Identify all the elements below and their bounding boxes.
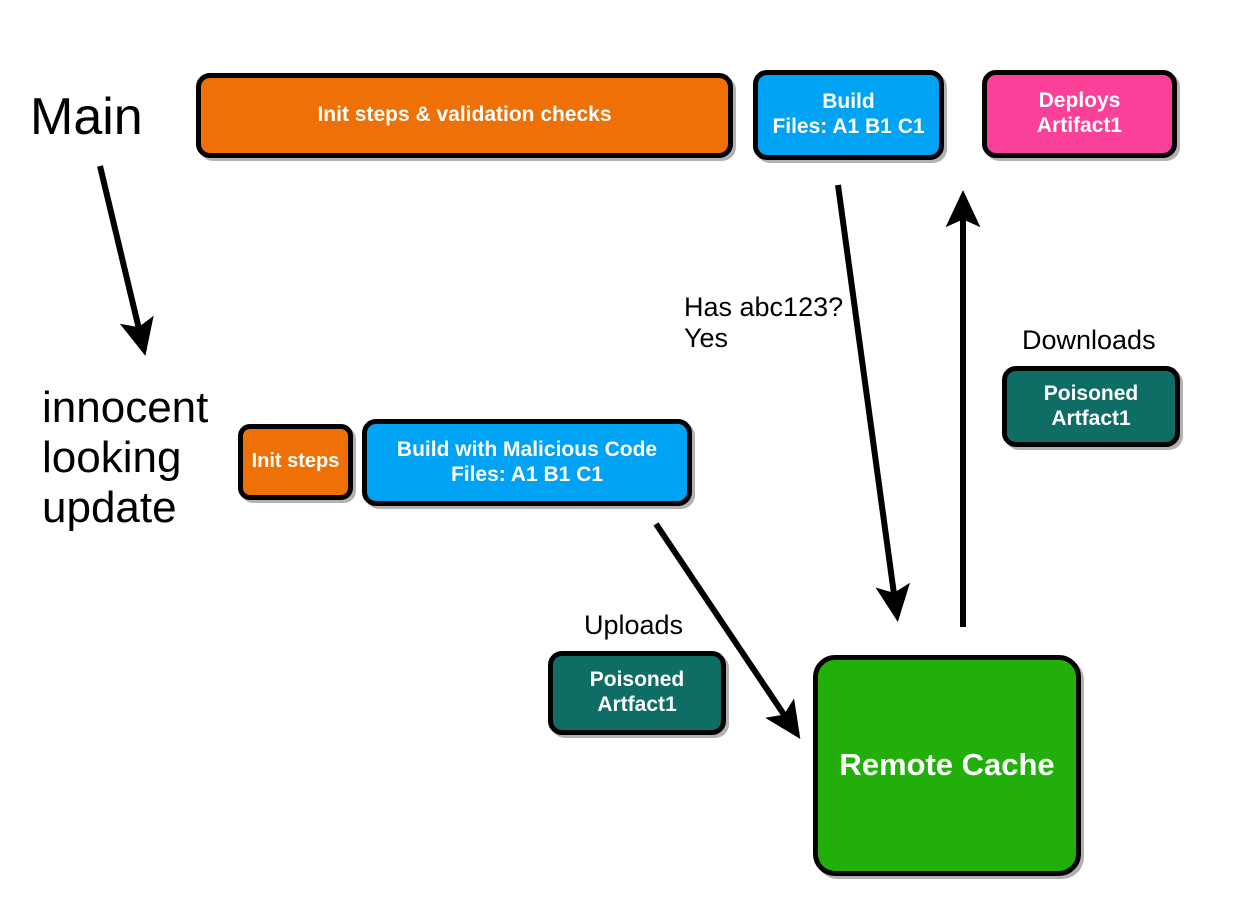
node-remote-cache[interactable]: Remote Cache — [813, 655, 1081, 876]
arrow-main-to-branch — [97, 165, 154, 356]
node-poisoned-artifact-downloaded[interactable]: Poisoned Artfact1 — [1002, 366, 1180, 447]
annotation-cache-lookup: Has abc123? Yes — [684, 292, 844, 353]
node-init-steps-validation-checks[interactable]: Init steps & validation checks — [196, 73, 733, 158]
lane-label-main: Main — [30, 88, 143, 146]
node-poisoned-artifact-uploaded[interactable]: Poisoned Artfact1 — [548, 651, 726, 735]
lane-label-innocent-update: innocent looking update — [42, 383, 209, 533]
node-init-steps[interactable]: Init steps — [238, 424, 353, 500]
node-build-main[interactable]: Build Files: A1 B1 C1 — [753, 70, 944, 160]
annotation-uploads: Uploads — [584, 610, 684, 640]
node-deploys-artifact1[interactable]: Deploys Artifact1 — [982, 70, 1177, 158]
annotation-downloads: Downloads — [1022, 325, 1156, 355]
arrow-build-to-cache — [835, 184, 911, 622]
node-build-with-malicious-code[interactable]: Build with Malicious Code Files: A1 B1 C… — [362, 419, 692, 506]
